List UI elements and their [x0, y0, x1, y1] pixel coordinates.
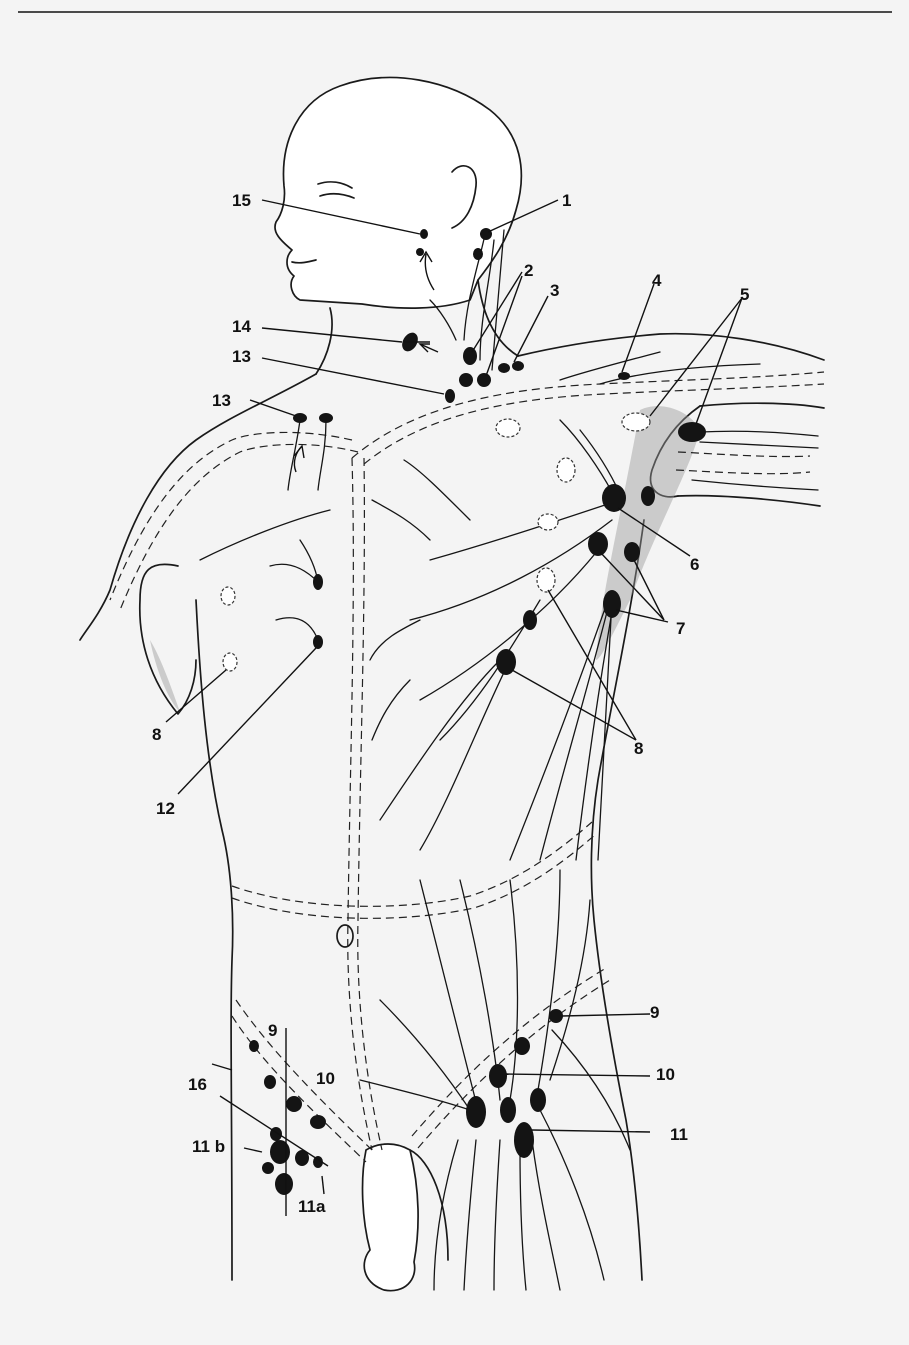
label-11b: 11 b [192, 1137, 225, 1156]
node-13-neck [445, 389, 455, 403]
label-5: 5 [740, 285, 749, 304]
node-16b [264, 1075, 276, 1089]
label-2: 2 [524, 261, 533, 280]
right-arm-top [700, 403, 824, 408]
node-7b [624, 542, 640, 562]
node-11b-b [270, 1140, 290, 1164]
node-deep-c [538, 514, 558, 530]
node-3b [512, 361, 524, 371]
node-12a [313, 574, 323, 590]
node-deep-d [537, 568, 555, 592]
node-12b [313, 635, 323, 649]
head-outline [275, 78, 521, 309]
node-deep-f [221, 587, 235, 605]
neck-left [316, 308, 332, 374]
label-14: 14 [232, 317, 251, 336]
label-13-neck: 13 [232, 347, 251, 366]
leader-lines [166, 200, 742, 1216]
node-8-chest-b [523, 610, 537, 630]
node-10-left-a [286, 1096, 302, 1112]
node-deep-g [223, 653, 237, 671]
label-8-right: 8 [634, 739, 643, 758]
node-2c [459, 373, 473, 387]
node-11b-d [275, 1173, 293, 1195]
node-10-right-a [514, 1037, 530, 1055]
shoulder-left [80, 374, 316, 640]
node-2b [477, 373, 491, 387]
label-3: 3 [550, 281, 559, 300]
label-10-right: 10 [656, 1065, 675, 1084]
body-outline [80, 78, 824, 1291]
node-4 [618, 372, 630, 380]
node-deep-b [557, 458, 575, 482]
genital-outline [363, 1144, 419, 1291]
node-deep-e [622, 413, 650, 431]
label-9-left: 9 [268, 1021, 277, 1040]
node-3a [498, 363, 510, 373]
node-16a [249, 1040, 259, 1052]
label-11a: 11a [298, 1197, 326, 1216]
label-1: 1 [562, 191, 571, 210]
node-15b [416, 248, 424, 256]
node-7a [588, 532, 608, 556]
node-5-axilla [678, 422, 706, 442]
node-10-right-b [489, 1064, 507, 1088]
node-11-right-c [530, 1088, 546, 1112]
label-13-shoulder: 13 [212, 391, 231, 410]
node-9-right [549, 1009, 563, 1023]
label-11-right: 11 [670, 1125, 688, 1144]
node-13-shoulder-b [319, 413, 333, 423]
label-7: 7 [676, 619, 685, 638]
node-1b [473, 248, 483, 260]
right-arm-bottom [678, 496, 820, 506]
label-8-left: 8 [152, 725, 161, 744]
label-10-left: 10 [316, 1069, 335, 1088]
label-15: 15 [232, 191, 251, 210]
torso-left-side [196, 600, 233, 1280]
node-7c [603, 590, 621, 618]
watershed-lines [110, 372, 824, 1162]
node-15a [420, 229, 428, 239]
node-11-right-b [500, 1097, 516, 1123]
label-12: 12 [156, 799, 175, 818]
node-10-left-b [310, 1115, 326, 1129]
label-9-right: 9 [650, 1003, 659, 1022]
lymph-vessels [200, 230, 818, 1290]
node-11b-c [262, 1162, 274, 1174]
label-16: 16 [188, 1075, 207, 1094]
node-6 [602, 484, 626, 512]
node-deep-a [496, 419, 520, 437]
node-13-shoulder-a [293, 413, 307, 423]
node-11-right-d [514, 1122, 534, 1158]
node-6b [641, 486, 655, 506]
node-2a [463, 347, 477, 365]
node-11-right-a [466, 1096, 486, 1128]
shoulder-right [518, 334, 824, 360]
node-1 [480, 228, 492, 240]
number-labels: 1 2 3 4 5 6 7 8 8 9 9 10 10 11 11a 11 b … [152, 191, 749, 1216]
label-6: 6 [690, 555, 699, 574]
label-4: 4 [652, 271, 662, 290]
